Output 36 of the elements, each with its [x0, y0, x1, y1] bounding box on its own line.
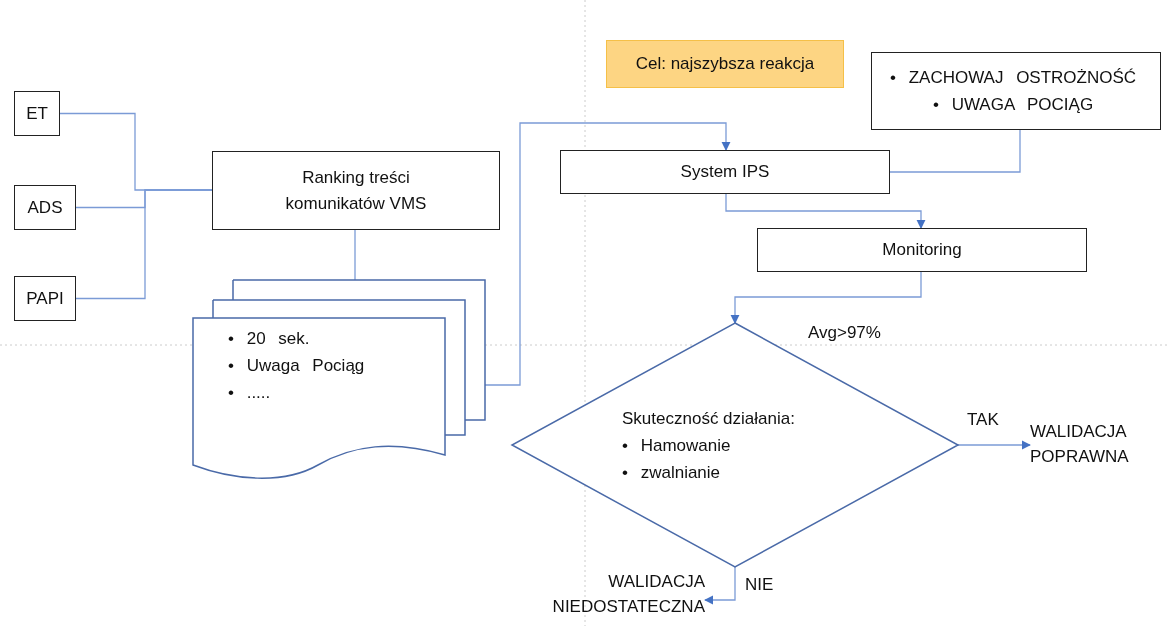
bullet-item: • Uwaga Pociąg	[228, 355, 365, 378]
box-label: System IPS	[680, 161, 770, 184]
process-box	[212, 151, 500, 230]
outcome-text: WALIDACJA NIEDOSTATECZNA	[551, 571, 705, 618]
bullet-item: • Hamowanie	[622, 435, 732, 458]
box-label: ADS	[27, 196, 63, 219]
process-box	[14, 185, 76, 230]
decision-text: Skuteczność działania:	[622, 408, 795, 430]
arrow	[484, 122, 731, 386]
arrow	[725, 193, 926, 229]
edge-label: NIE	[745, 575, 774, 595]
box-label: ET	[26, 102, 48, 125]
process-box	[560, 150, 890, 194]
arrow	[957, 440, 1031, 450]
outcome-text: WALIDACJA POPRAWNA	[1030, 421, 1130, 468]
bullet-item: • .....	[228, 382, 272, 405]
note-text: Cel: najszybsza reakcja	[635, 54, 815, 74]
process-box	[757, 228, 1087, 272]
edge-label: TAK	[967, 410, 999, 430]
process-box	[14, 276, 76, 321]
message-box	[871, 52, 1161, 130]
bullet-item: • ZACHOWAJ OSTROŻNOŚĆ	[890, 66, 1137, 89]
goal-note	[606, 40, 844, 88]
arrow	[704, 566, 736, 605]
box-label: Monitoring	[882, 239, 962, 262]
bullet-item: • UWAGA POCIĄG	[931, 94, 1095, 116]
connector-line	[354, 229, 356, 281]
bullet-item: • zwalnianie	[622, 462, 722, 485]
connector-line	[889, 129, 1021, 173]
connector-line	[75, 189, 213, 300]
box-label: PAPI	[26, 287, 64, 310]
process-box	[14, 91, 60, 136]
arrow	[730, 271, 922, 324]
box-label: Ranking treści komunikatów VMS	[284, 167, 428, 215]
bullet-item: • 20 sek.	[228, 328, 311, 350]
threshold-label: Avg>97%	[808, 323, 881, 343]
